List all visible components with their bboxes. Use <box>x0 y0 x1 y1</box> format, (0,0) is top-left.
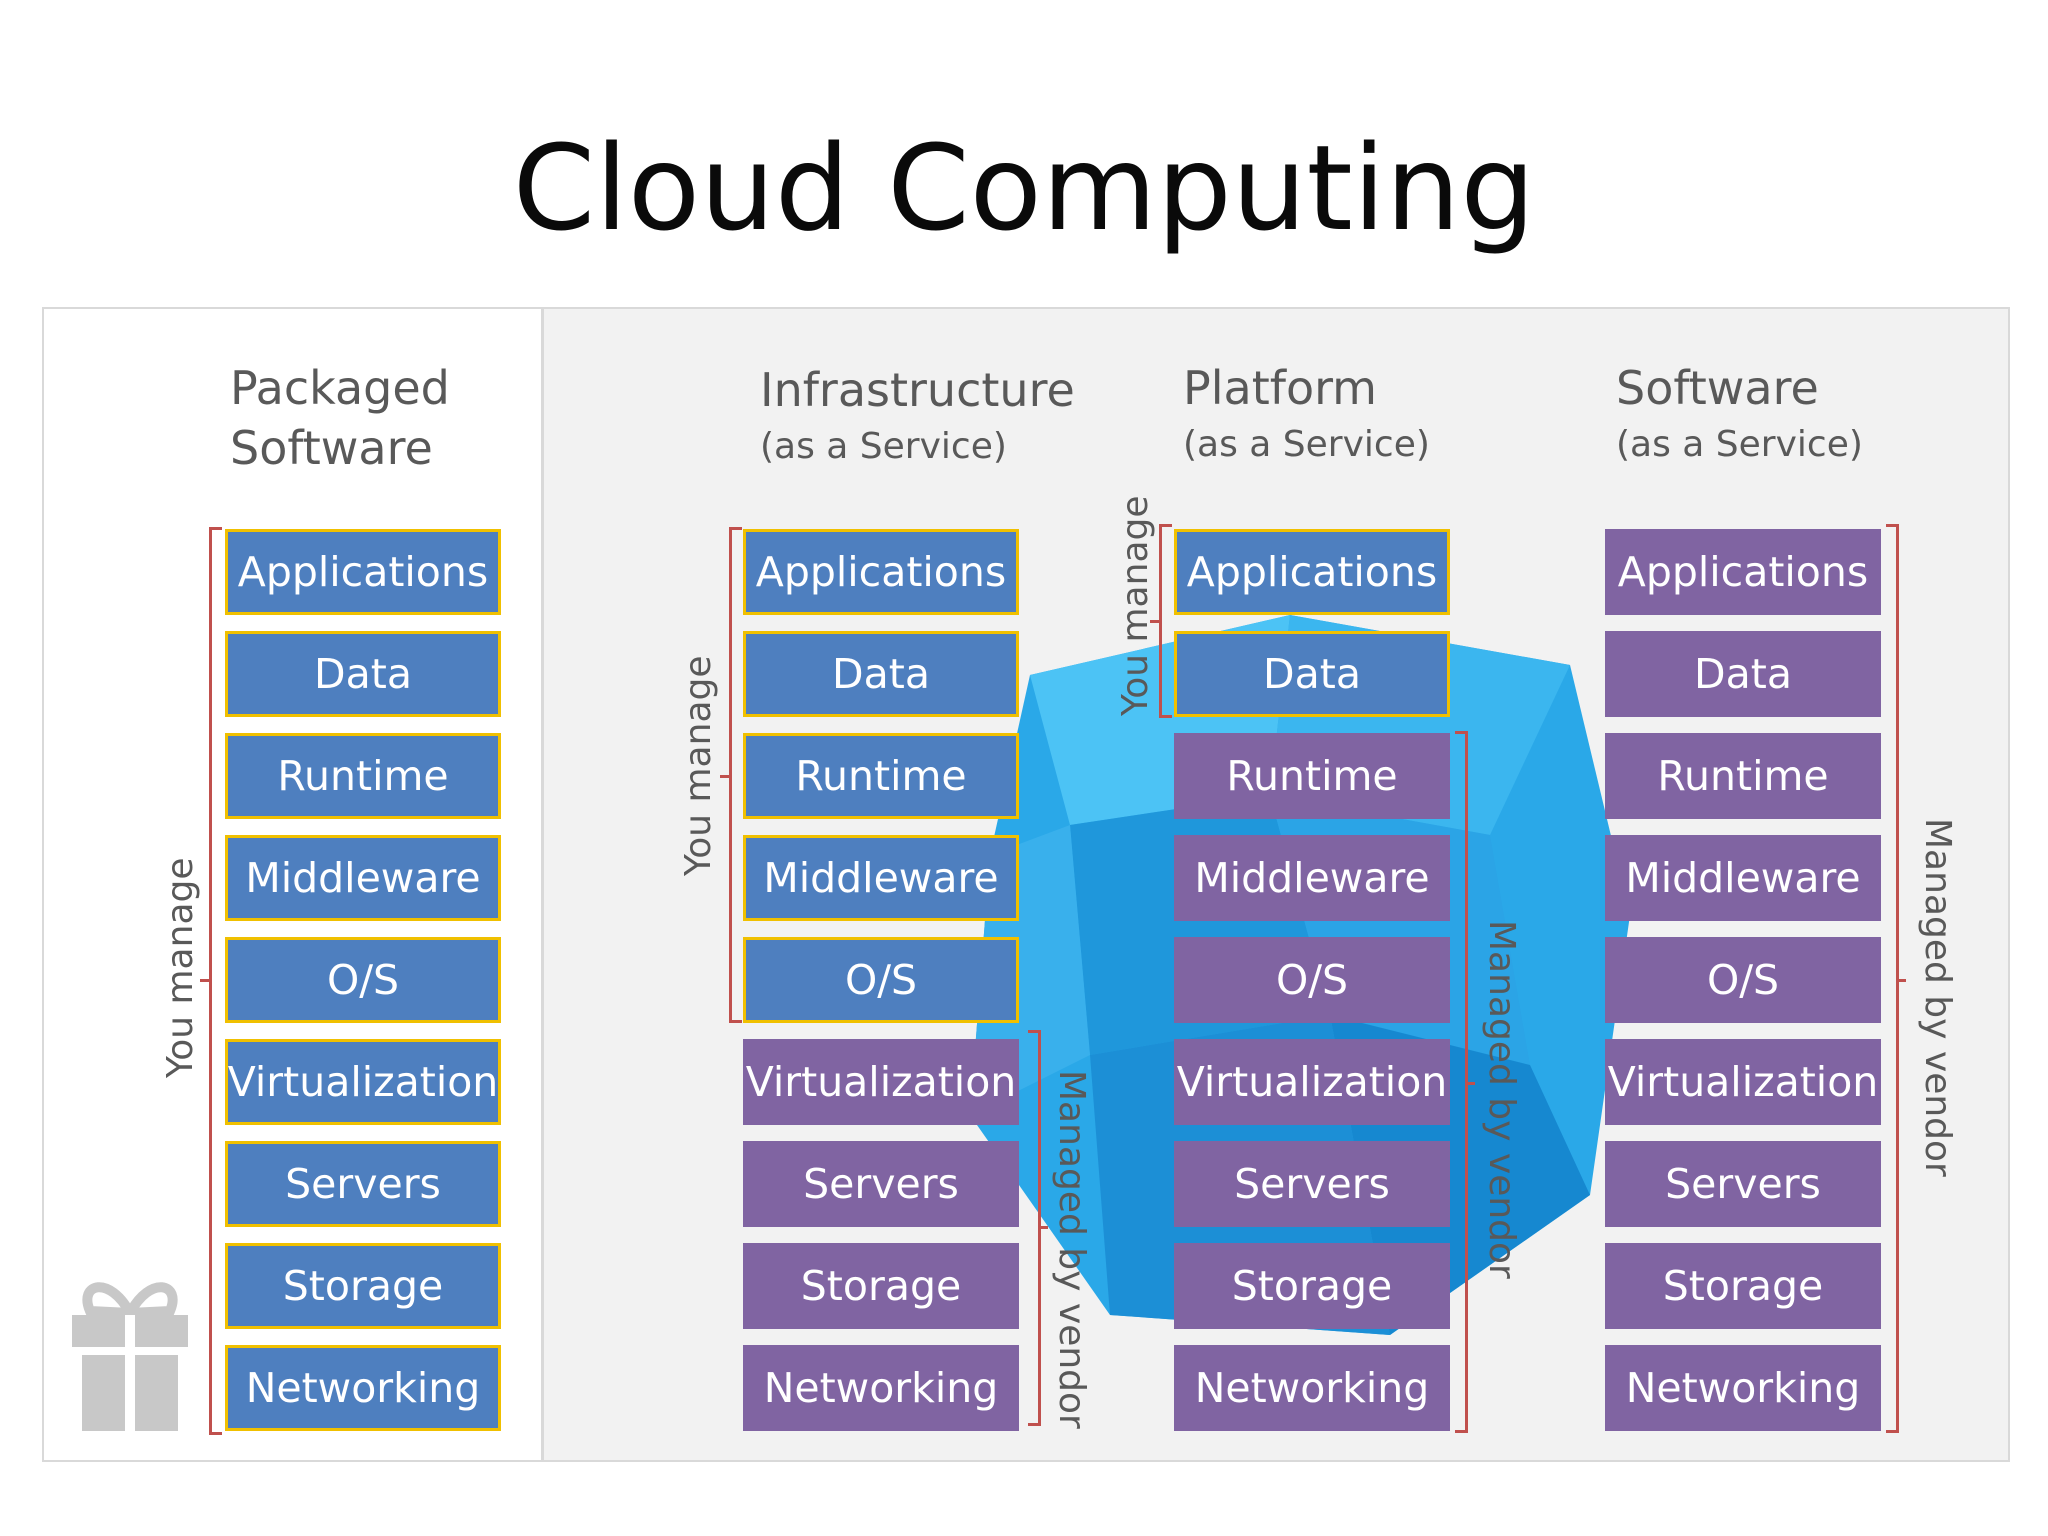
you-manage-label: You manage <box>160 857 201 1079</box>
bracket-tick <box>1038 1226 1048 1229</box>
page-title: Cloud Computing <box>512 119 1536 257</box>
layer-block-o-s: O/S <box>743 937 1019 1023</box>
layer-block-networking: Networking <box>225 1345 501 1431</box>
bracket-tick <box>720 775 730 778</box>
layer-block-data: Data <box>225 631 501 717</box>
gift-icon <box>72 1282 188 1431</box>
layer-block-runtime: Runtime <box>1605 733 1881 819</box>
bracket-tick <box>200 979 210 982</box>
you-manage-bracket <box>1159 524 1172 718</box>
layer-block-middleware: Middleware <box>1174 835 1450 921</box>
you-manage-label: You manage <box>678 655 719 877</box>
layer-block-applications: Applications <box>1174 529 1450 615</box>
layer-block-servers: Servers <box>1605 1141 1881 1227</box>
heading-line: Software <box>1616 361 1819 415</box>
vendor-label: Managed by vendor <box>1917 818 1958 1177</box>
layer-block-servers: Servers <box>1174 1141 1450 1227</box>
layer-block-middleware: Middleware <box>1605 835 1881 921</box>
layer-block-o-s: O/S <box>1174 937 1450 1023</box>
layer-block-o-s: O/S <box>225 937 501 1023</box>
you-manage-bracket <box>729 527 742 1023</box>
layer-block-servers: Servers <box>743 1141 1019 1227</box>
vendor-label: Managed by vendor <box>1481 920 1522 1279</box>
layer-block-networking: Networking <box>1605 1345 1881 1431</box>
layer-block-data: Data <box>743 631 1019 717</box>
heading-subtitle: (as a Service) <box>760 426 1007 467</box>
heading-subtitle: (as a Service) <box>1616 424 1863 465</box>
bracket-tick <box>1465 1082 1475 1085</box>
layer-block-data: Data <box>1174 631 1450 717</box>
heading-line: Platform <box>1183 361 1377 415</box>
layer-block-data: Data <box>1605 631 1881 717</box>
layer-block-virtualization: Virtualization <box>1605 1039 1881 1125</box>
layer-block-storage: Storage <box>225 1243 501 1329</box>
you-manage-bracket <box>209 527 222 1435</box>
you-manage-label: You manage <box>1115 495 1156 717</box>
heading-saas: Software (as a Service) <box>1616 358 1863 472</box>
layer-block-middleware: Middleware <box>225 835 501 921</box>
layer-block-applications: Applications <box>225 529 501 615</box>
layer-block-virtualization: Virtualization <box>1174 1039 1450 1125</box>
layer-block-storage: Storage <box>1605 1243 1881 1329</box>
layer-block-runtime: Runtime <box>743 733 1019 819</box>
layer-block-runtime: Runtime <box>225 733 501 819</box>
layer-block-o-s: O/S <box>1605 937 1881 1023</box>
layer-block-applications: Applications <box>1605 529 1881 615</box>
heading-line: Software <box>230 421 433 475</box>
bracket-tick <box>1896 979 1906 982</box>
vendor-label: Managed by vendor <box>1051 1070 1092 1429</box>
bracket-tick <box>1150 620 1160 623</box>
layer-block-servers: Servers <box>225 1141 501 1227</box>
layer-block-runtime: Runtime <box>1174 733 1450 819</box>
layer-block-virtualization: Virtualization <box>743 1039 1019 1125</box>
layer-block-storage: Storage <box>743 1243 1019 1329</box>
layer-block-virtualization: Virtualization <box>225 1039 501 1125</box>
vendor-bracket <box>1886 524 1899 1433</box>
heading-paas: Platform (as a Service) <box>1183 358 1430 472</box>
layer-block-storage: Storage <box>1174 1243 1450 1329</box>
layer-block-applications: Applications <box>743 529 1019 615</box>
heading-line: Infrastructure <box>760 363 1075 417</box>
heading-packaged-software: Packaged Software <box>230 358 450 478</box>
layer-block-networking: Networking <box>1174 1345 1450 1431</box>
layer-block-middleware: Middleware <box>743 835 1019 921</box>
heading-subtitle: (as a Service) <box>1183 424 1430 465</box>
layer-block-networking: Networking <box>743 1345 1019 1431</box>
heading-iaas: Infrastructure (as a Service) <box>760 360 1075 474</box>
heading-line: Packaged <box>230 361 450 415</box>
